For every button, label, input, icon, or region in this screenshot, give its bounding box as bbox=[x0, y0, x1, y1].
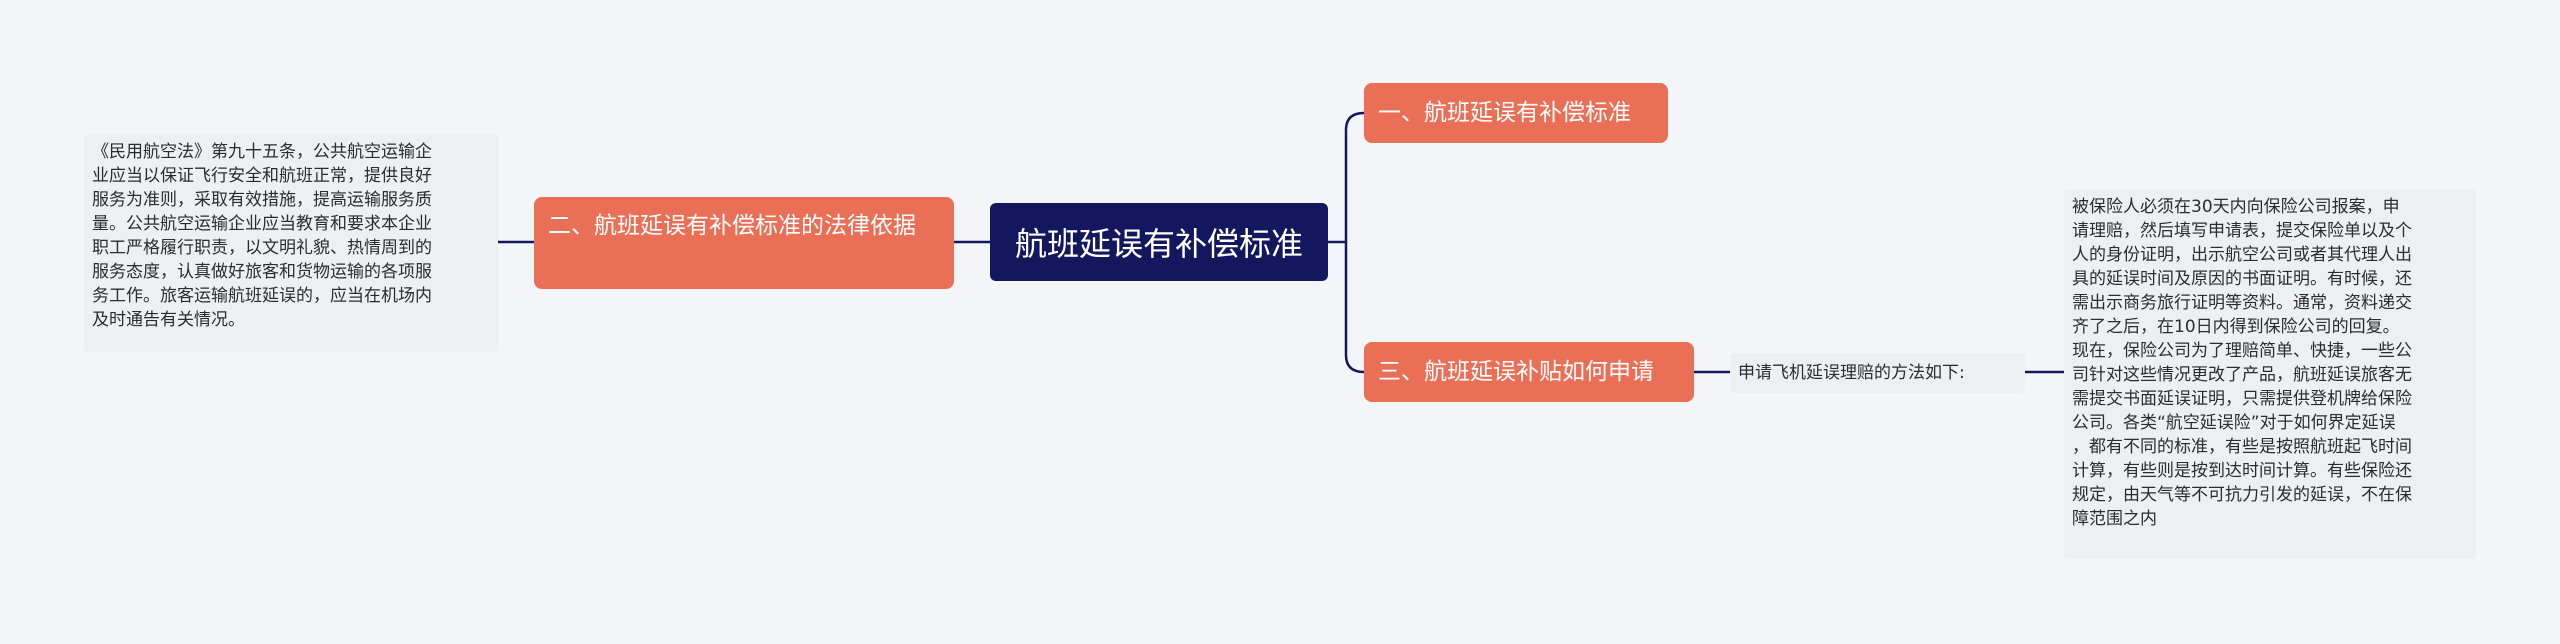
branch-node-1[interactable]: 一、航班延误有补偿标准 bbox=[1364, 83, 1668, 143]
branch-3-subnode[interactable]: 申请飞机延误理赔的方法如下: bbox=[1730, 353, 2025, 393]
root-node[interactable]: 航班延误有补偿标准 bbox=[990, 203, 1328, 281]
connector-root-to-branch3 bbox=[1344, 242, 1365, 374]
branch-node-2[interactable]: 二、航班延误有补偿标准的法律依据 bbox=[534, 197, 954, 289]
branch-3-subnode-label: 申请飞机延误理赔的方法如下: bbox=[1738, 363, 1965, 383]
branch-3-label: 三、航班延误补贴如何申请 bbox=[1378, 359, 1654, 385]
branch-1-label: 一、航班延误有补偿标准 bbox=[1378, 100, 1631, 126]
branch-2-note[interactable]: 《民用航空法》第九十五条，公共航空运输企 业应当以保证飞行安全和航班正常，提供良… bbox=[84, 134, 498, 352]
root-label: 航班延误有补偿标准 bbox=[1014, 225, 1303, 263]
branch-3-note[interactable]: 被保险人必须在30天内向保险公司报案，申 请理赔，然后填写申请表，提交保险单以及… bbox=[2064, 189, 2476, 559]
connector-root-to-branch1 bbox=[1328, 111, 1365, 244]
branch-2-label: 二、航班延误有补偿标准的法律依据 bbox=[548, 213, 916, 239]
branch-node-3[interactable]: 三、航班延误补贴如何申请 bbox=[1364, 342, 1694, 402]
